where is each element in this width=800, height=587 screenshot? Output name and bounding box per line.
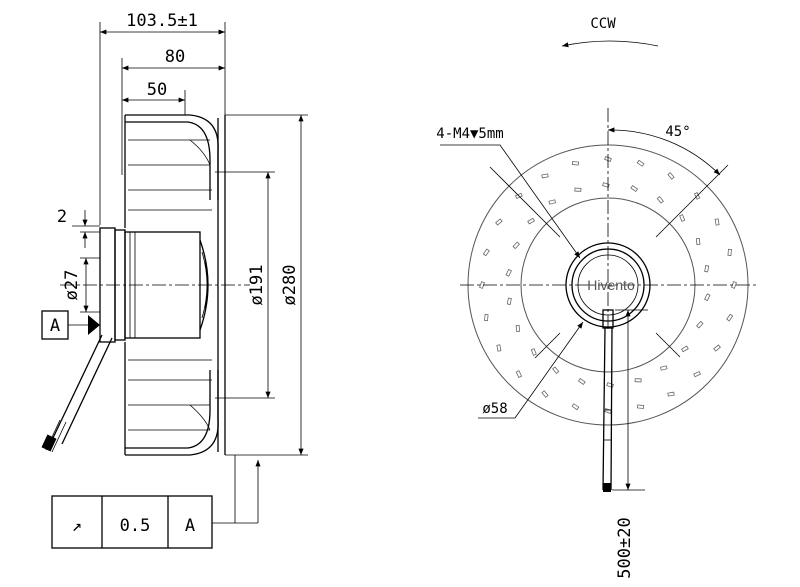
blade-slot xyxy=(515,192,523,200)
blade-slot xyxy=(571,161,579,166)
blade-slot xyxy=(527,217,535,225)
motor-length-label: 50 xyxy=(147,80,167,100)
blade-slot xyxy=(541,390,549,398)
blade-slot xyxy=(656,195,664,204)
blade-slot xyxy=(515,324,521,332)
cable-front xyxy=(602,309,614,492)
flange-thickness-label: 2 xyxy=(57,207,67,227)
blade-slot xyxy=(727,248,732,256)
datum-label: A xyxy=(50,316,60,336)
runout-symbol: ↗ xyxy=(72,516,82,536)
blade-slot xyxy=(637,404,645,409)
blade-slot xyxy=(571,403,580,411)
blade-slot xyxy=(630,184,639,193)
blade-slot xyxy=(634,378,642,383)
blade-slot xyxy=(667,391,675,397)
hub-diameter-label: ø27 xyxy=(62,270,82,301)
rotation-arrow xyxy=(561,40,659,48)
blade-slot xyxy=(495,218,503,226)
blade-slot xyxy=(512,241,520,250)
tolerance-value: 0.5 xyxy=(120,516,151,536)
blade-slot xyxy=(506,297,512,305)
front-view: CCW 45° 4-M4▼5mm Hivento ø58 xyxy=(436,16,758,579)
blade-slot xyxy=(552,366,560,375)
blade-slot xyxy=(704,265,710,273)
blade-slot xyxy=(602,182,610,188)
overall-length-label: 103.5±1 xyxy=(126,11,198,31)
blade-slot xyxy=(496,344,502,352)
blade-slot xyxy=(515,370,523,378)
blade-slot xyxy=(713,344,721,352)
impeller-width-label: 80 xyxy=(165,47,185,67)
cable-side xyxy=(41,334,113,453)
cable-length-label: 500±20 xyxy=(615,517,635,578)
blade-slot xyxy=(548,199,556,205)
blade-slot xyxy=(604,408,612,414)
inner-diameter-label: ø191 xyxy=(247,265,267,306)
blade-slot xyxy=(530,348,537,356)
blade-slot xyxy=(667,172,675,180)
tolerance-frame: ↗ 0.5 A xyxy=(51,495,213,549)
datum-triangle xyxy=(88,315,100,335)
blade-slot xyxy=(695,238,701,246)
blade-slot xyxy=(696,320,704,329)
rotation-label: CCW xyxy=(590,16,616,32)
mounting-hole-label: 4-M4▼5mm xyxy=(436,126,503,142)
tolerance-datum: A xyxy=(185,516,195,536)
blade-slot xyxy=(636,159,645,167)
blade-slot xyxy=(714,218,720,226)
blade-slot xyxy=(484,314,489,322)
blade-slot xyxy=(681,345,689,353)
blade-slot xyxy=(479,281,485,289)
blade-slot xyxy=(577,377,586,386)
blade-slot xyxy=(704,293,711,302)
blade-slot xyxy=(693,192,701,200)
side-view: 103.5±1 80 50 xyxy=(41,11,308,524)
blade-slot xyxy=(693,370,701,378)
motor-diameter-label: ø58 xyxy=(482,401,507,417)
blade-slot xyxy=(660,365,668,371)
angle-label: 45° xyxy=(665,124,690,140)
blade-slot xyxy=(541,173,549,179)
blade-slot xyxy=(606,382,614,388)
outer-diameter-label: ø280 xyxy=(280,265,300,306)
blade-slot xyxy=(505,268,512,277)
blade-slot xyxy=(731,281,737,289)
brand-logo: Hivento xyxy=(587,277,635,293)
blade-slot xyxy=(726,313,734,322)
blade-slots xyxy=(479,156,737,414)
blade-slot xyxy=(574,187,582,192)
blade-slot xyxy=(482,248,490,257)
blade-slot xyxy=(679,214,686,222)
